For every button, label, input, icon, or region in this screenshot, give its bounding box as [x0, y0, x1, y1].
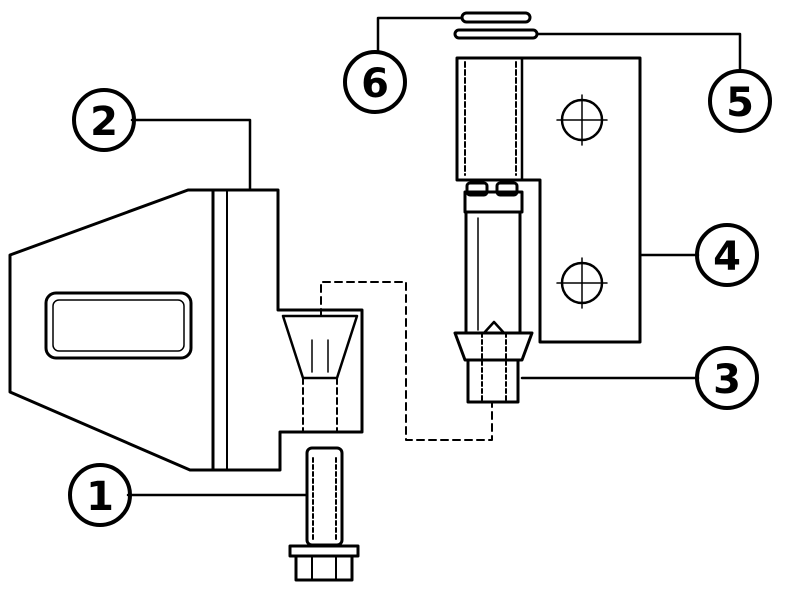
callout-circle-6 [343, 50, 407, 114]
leader-line-2 [130, 118, 252, 192]
callout-label-4: 4 [713, 234, 741, 280]
callout-circle-3 [695, 346, 759, 410]
callout-label-6: 6 [361, 61, 389, 107]
hinge-plate [455, 56, 642, 344]
callout-label-2: 2 [90, 99, 118, 145]
callout-circle-2 [72, 88, 136, 152]
callout-label-5: 5 [726, 80, 754, 126]
callout-label-3: 3 [713, 357, 741, 403]
washer-lower [453, 28, 539, 40]
leader-line-6 [376, 16, 464, 54]
leader-line-5 [535, 32, 742, 72]
callout-label-1: 1 [86, 474, 114, 520]
callout-circle-4 [695, 223, 759, 287]
washer-upper [460, 11, 532, 24]
callout-circle-5 [708, 69, 772, 133]
bolt [288, 446, 360, 582]
bracket [8, 188, 364, 472]
hinge-pin [453, 181, 534, 404]
assembly-path-line [320, 281, 493, 441]
callout-circle-1 [68, 463, 132, 527]
